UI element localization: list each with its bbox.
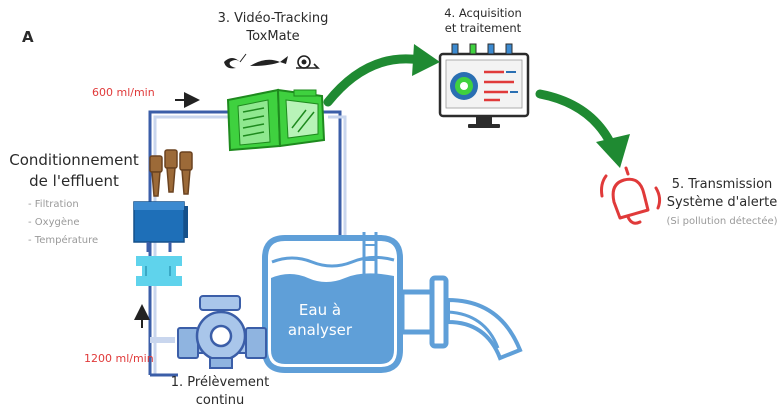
pipe-network: [148, 110, 347, 377]
water-tank-icon: [262, 232, 523, 373]
step4-line2: et traitement: [444, 21, 522, 35]
green-arrow-to-alert: [535, 89, 630, 168]
step1-label: 1. Prélèvement continu: [171, 374, 270, 410]
shrimp-icon: [224, 53, 247, 69]
conditioning-item-oxygen: - Oxygène: [28, 217, 80, 228]
fish-icon: [250, 56, 288, 66]
step2-label: Conditionnement de l'effluent: [9, 150, 139, 192]
flow-rate-top: 600 ml/min: [92, 86, 155, 99]
computer-icon: [438, 43, 530, 128]
step5-line2: Système d'alerte: [666, 195, 778, 210]
step2-line2: de l'effluent: [29, 172, 119, 190]
step2-line1: Conditionnement: [9, 151, 139, 169]
flow-rate-bottom: 1200 ml/min: [84, 352, 154, 365]
step4-label: 4. Acquisition et traitement: [444, 6, 522, 36]
conditioning-item-temperature: - Température: [28, 235, 99, 246]
tank-line1: Eau à: [298, 301, 342, 319]
step3-label: 3. Vidéo-Tracking ToxMate: [218, 10, 329, 46]
conditioning-list: - Filtration - Oxygène - Température: [28, 196, 98, 250]
step1-line2: continu: [195, 393, 245, 408]
green-arrow-to-acquisition: [323, 44, 440, 107]
step3-line2: ToxMate: [246, 29, 300, 44]
pump-icon: [177, 295, 267, 369]
tank-line2: analyser: [287, 321, 353, 339]
tank-label: Eau à analyser: [288, 300, 352, 340]
step3-line1: 3. Vidéo-Tracking: [217, 11, 329, 26]
panel-label: A: [22, 28, 34, 46]
oxygen-box-icon: [133, 201, 188, 252]
toxmate-device-icon: [226, 88, 326, 152]
snail-icon: [296, 55, 320, 69]
step5-label: 5. Transmission Système d'alerte: [667, 176, 777, 212]
conditioning-item-filtration: - Filtration: [28, 199, 79, 210]
heater-icon: [136, 256, 182, 286]
flow-arrows: [134, 92, 200, 328]
alarm-bell-icon: [600, 166, 662, 225]
step5-note: (Si pollution détectée): [666, 216, 778, 227]
step5-line1: 5. Transmission: [671, 177, 773, 192]
step1-line1: 1. Prélèvement: [170, 375, 270, 390]
step4-line1: 4. Acquisition: [444, 6, 522, 20]
filter-cartridges-icon: [149, 149, 193, 197]
